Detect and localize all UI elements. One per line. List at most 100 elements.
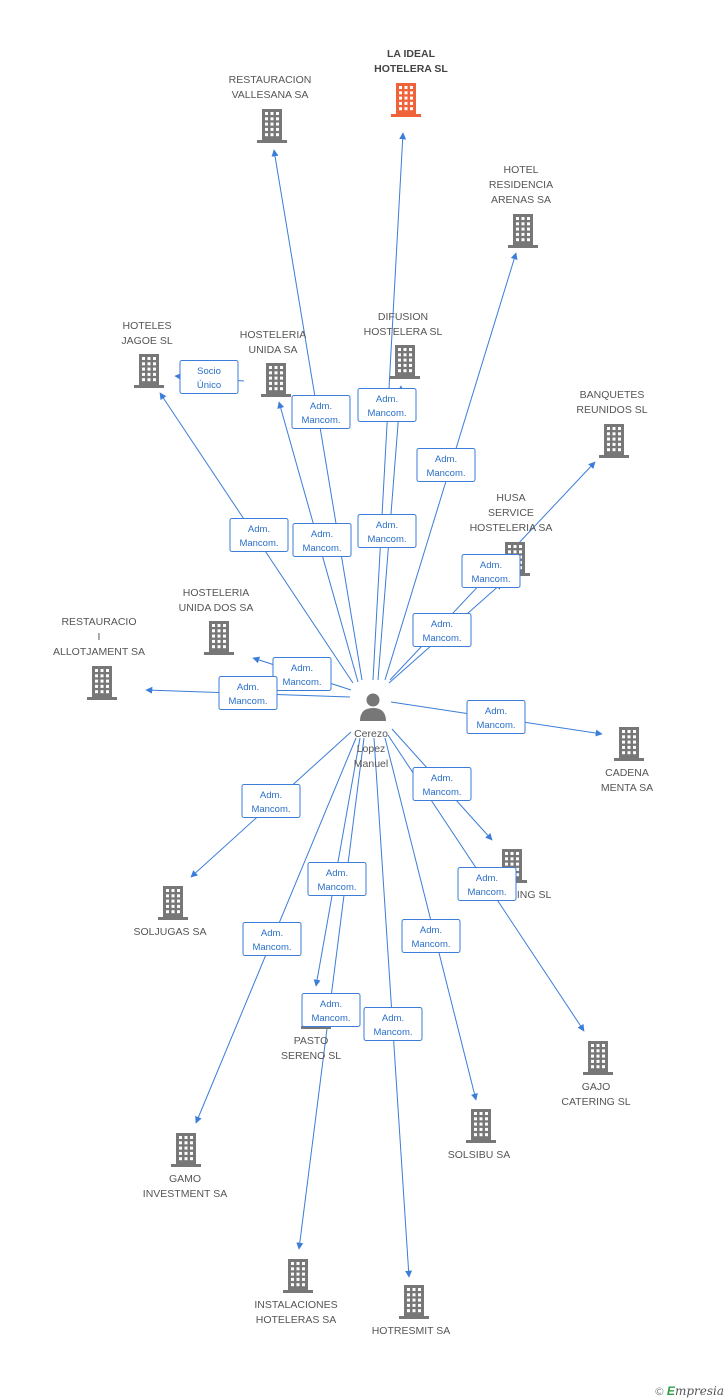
building-icon-difusion-hotelera-sl[interactable] (390, 345, 420, 379)
building-window (217, 639, 221, 643)
building-window (399, 107, 402, 111)
building-window (407, 1293, 410, 1297)
building-window (217, 634, 221, 638)
building-window (403, 348, 407, 351)
building-window (153, 367, 156, 371)
edge-label-la-ideal-hotelera-sl[interactable]: Adm.Mancom. (357, 388, 417, 422)
building-window (270, 117, 274, 121)
building-window (280, 387, 283, 391)
label-line: Manuel (354, 758, 388, 770)
building-window (591, 1059, 594, 1063)
building-window (280, 366, 283, 369)
building-window (153, 372, 156, 376)
edge-label-banquetes-reunidos-sl[interactable]: Adm.Mancom. (461, 554, 521, 588)
building-window (521, 238, 525, 242)
building-window (223, 639, 226, 643)
building-window (403, 353, 407, 357)
building-window (302, 1262, 305, 1265)
edge-label-text: Adm.Mancom. (367, 394, 406, 419)
building-window (106, 684, 109, 688)
building-window (607, 442, 610, 446)
building-window (95, 669, 98, 672)
building-icon-cadena-menta-sa[interactable] (614, 727, 644, 761)
edge-label-restauracio-i-allotjament-sa[interactable]: Adm.Mancom. (218, 676, 278, 710)
building-base (508, 245, 538, 248)
edge-label-instalaciones-hoteleras-sa[interactable]: Adm.Mancom. (301, 993, 361, 1027)
building-icon-hotel-residencia-arenas-sa[interactable] (508, 214, 538, 248)
edge-label-solsibu-sa[interactable]: Adm.Mancom. (401, 919, 461, 953)
label-line: JAGOE SL (121, 335, 173, 347)
building-icon-instalaciones-hoteleras-sa[interactable] (283, 1259, 313, 1293)
edge-label-text: Adm.Mancom. (239, 524, 278, 549)
edge-label-hoteles-jagoe-sl[interactable]: Adm.Mancom. (229, 518, 289, 552)
building-icon-solsibu-sa[interactable] (466, 1109, 496, 1143)
building-window (404, 101, 408, 105)
edge-label-hosteleria-unida-sa[interactable]: Adm.Mancom. (292, 523, 352, 557)
label-line: VALLESANA SA (232, 89, 309, 101)
building-window (147, 357, 151, 360)
edge-label-line: Mancom. (411, 939, 450, 950)
building-window (265, 127, 268, 131)
building-icon-hotresmit-sa[interactable] (399, 1285, 429, 1319)
brand-name: mpresia (674, 1384, 724, 1398)
edge-label-line: Adm. (476, 873, 498, 884)
building-icon-restauracion-vallesana-sa[interactable] (257, 109, 287, 143)
person-icon[interactable] (360, 693, 386, 722)
edge-label-hotresmit-sa[interactable]: Adm.Mancom. (363, 1007, 423, 1041)
building-window (212, 639, 215, 643)
building-icon-restauracio-i-allotjament-sa[interactable] (87, 666, 117, 700)
edge-label-line: Mancom. (228, 696, 267, 707)
building-window (190, 1157, 193, 1161)
edge-label-line: Mancom. (317, 882, 356, 893)
building-window (171, 889, 175, 892)
building-icon-la-ideal-hotelera-sl[interactable] (391, 83, 421, 117)
edge-label-soljugas-sa[interactable]: Adm.Mancom. (241, 784, 301, 818)
building-window (274, 371, 278, 375)
edge-label-cadena-menta-sa[interactable]: Adm.Mancom. (466, 700, 526, 734)
building-window (190, 1151, 193, 1155)
building-window (106, 690, 109, 694)
edge-label-restauracion-vallesana-sa[interactable]: Adm.Mancom. (291, 395, 351, 429)
edge-label-line: Mancom. (422, 633, 461, 644)
building-window (291, 1262, 294, 1265)
edge-label-text: Adm.Mancom. (373, 1013, 412, 1038)
building-window (516, 862, 519, 866)
building-icon-hoteles-jagoe-sl[interactable] (134, 354, 164, 388)
edge-label-difusion-hotelera-sl[interactable]: Adm.Mancom. (357, 514, 417, 548)
building-icon-hosteleria-unida-dos-sa[interactable] (204, 621, 234, 655)
edge-label-line: Mancom. (471, 574, 510, 585)
edge-label-el-catering-sl[interactable]: Adm.Mancom. (412, 767, 472, 801)
person-body (360, 708, 386, 721)
edge-label-box (272, 657, 332, 691)
building-window (399, 96, 402, 100)
edge-label-gamo-investment-sa[interactable]: Adm.Mancom. (242, 922, 302, 956)
building-window (106, 679, 109, 683)
edge-label-hosteleria-unida-dos-sa[interactable]: Adm.Mancom. (272, 657, 332, 691)
building-window (485, 1122, 488, 1126)
edge-label-pasto-sereno-sl[interactable]: Adm.Mancom. (307, 862, 367, 896)
edge-label-hotel-residencia-arenas-sa[interactable]: Adm.Mancom. (416, 448, 476, 482)
building-window (474, 1112, 477, 1115)
building-icon-gajo-catering-sl[interactable] (583, 1041, 613, 1075)
building-window (479, 1117, 483, 1121)
label-line: SERENO SL (281, 1050, 341, 1062)
building-icon-gamo-investment-sa[interactable] (171, 1133, 201, 1167)
building-window (269, 371, 272, 375)
building-window (409, 363, 412, 367)
building-base (171, 1164, 201, 1167)
building-icon-soljugas-sa[interactable] (158, 886, 188, 920)
building-window (100, 690, 104, 694)
building-window (418, 1309, 421, 1313)
building-icon-banquetes-reunidos-sl[interactable] (599, 424, 629, 458)
edge-label-husa-service-hosteleria-sa[interactable]: Adm.Mancom. (412, 613, 472, 647)
edge-label-gajo-catering-sl[interactable]: Adm.Mancom. (457, 867, 517, 901)
building-base (614, 758, 644, 761)
building-window (508, 545, 511, 548)
label-line: MENTA SA (601, 782, 653, 794)
building-window (296, 1277, 300, 1281)
building-window (618, 448, 621, 452)
edge-label-line: Adm. (485, 706, 507, 717)
building-icon-hosteleria-unida-sa[interactable] (261, 363, 291, 397)
